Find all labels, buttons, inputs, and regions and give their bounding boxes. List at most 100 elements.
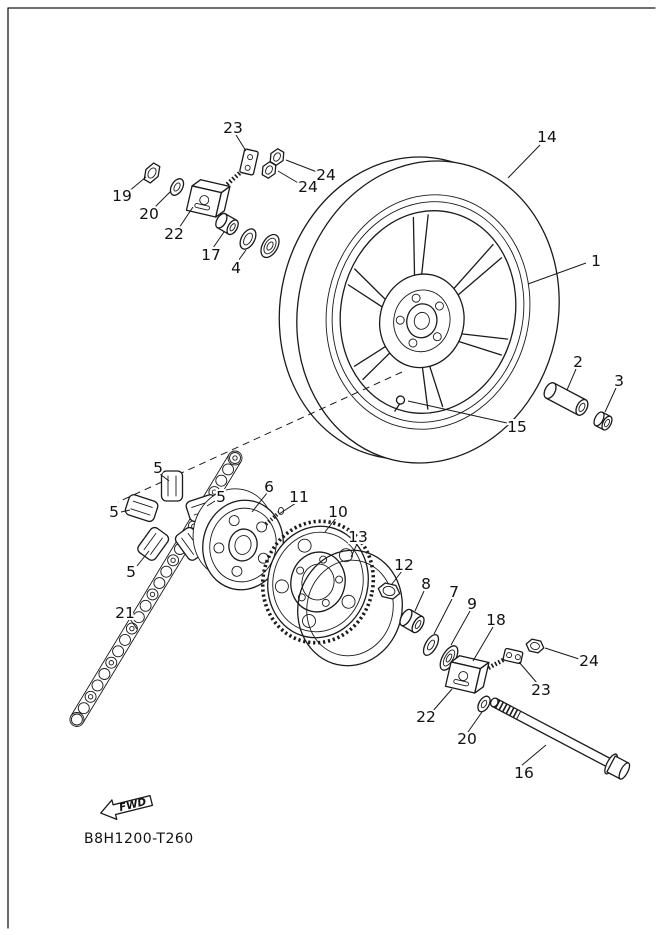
callout-16: 16: [514, 764, 534, 782]
sprocket-bolt-hole: [296, 566, 305, 575]
chain-link: [98, 668, 111, 680]
spacer-collar: [399, 608, 425, 634]
callout-8: 8: [421, 575, 431, 593]
callout-11: 11: [289, 488, 309, 506]
callout-13: 13: [348, 528, 368, 546]
sprocket-hole: [297, 538, 312, 553]
assembly-axis: [117, 371, 403, 503]
hub-hole: [434, 301, 444, 311]
sprocket-hole: [338, 548, 353, 563]
sprocket-hole: [341, 594, 356, 609]
sprocket: [260, 519, 376, 645]
leader-lines: [120, 134, 617, 767]
callout-2: 2: [573, 353, 583, 371]
chain-link: [84, 690, 97, 703]
sprocket-hole: [302, 614, 316, 628]
rim-lip: [331, 201, 525, 423]
sprocket-hole: [274, 579, 289, 594]
adjuster-nut-top-1: [269, 148, 285, 166]
fwd-label: FWD: [118, 796, 148, 814]
sprocket-center-hole: [301, 563, 335, 601]
callout-6: 6: [264, 478, 274, 496]
spacer-collar-top: [215, 212, 239, 236]
hub-flange-ring: [209, 507, 277, 583]
chain-pin: [149, 591, 156, 598]
sprocket-inner-ring: [290, 551, 346, 613]
chain-link: [70, 713, 83, 726]
valve-stem-tip: [394, 403, 401, 412]
hub-bolt-hole: [228, 515, 240, 527]
hub-bolt-hole: [256, 521, 268, 533]
callout-22-top: 22: [164, 225, 184, 243]
adjuster-plate-bottom: [502, 647, 524, 665]
bearing: [260, 233, 280, 259]
callout-20-top: 20: [139, 205, 159, 223]
chain-link: [229, 452, 241, 464]
adjuster-bolt-top: [211, 169, 244, 199]
callout-19: 19: [112, 187, 132, 205]
washer: [422, 634, 440, 656]
callout-3: 3: [614, 372, 624, 390]
axle-nut: [377, 582, 401, 600]
callout-23-top: 23: [223, 119, 243, 137]
chain-link: [160, 565, 173, 578]
chain-link: [132, 611, 145, 624]
callout-20-bottom: 20: [457, 730, 477, 748]
callout-12: 12: [394, 556, 414, 574]
callout-24-b: 24: [298, 178, 318, 196]
seal-ring: [239, 228, 257, 250]
drive-chain: [69, 450, 243, 727]
wheel-spokes: [347, 214, 509, 410]
callout-17: 17: [201, 246, 221, 264]
hub-hole: [411, 293, 421, 303]
sprocket-bolt-hole: [319, 555, 328, 564]
callout-1: 1: [591, 252, 601, 270]
page-frame: [7, 7, 656, 929]
axle-collar: [543, 382, 589, 416]
wheel-hub-ring: [393, 289, 451, 353]
hub-center-boss: [228, 528, 258, 562]
callout-10: 10: [328, 503, 348, 521]
callout-18: 18: [486, 611, 506, 629]
chain-pin: [232, 455, 238, 461]
damper: [137, 526, 170, 561]
end-cap: [593, 411, 613, 431]
hub-hole: [395, 315, 405, 325]
sprocket-bolt-hole: [321, 598, 330, 607]
callout-22-bottom: 22: [416, 708, 436, 726]
chain-link: [139, 599, 152, 612]
chain-link: [222, 463, 235, 476]
adjuster-nut-top-2: [261, 161, 277, 179]
chain-link: [77, 702, 90, 715]
fwd-arrow-icon: [100, 794, 154, 821]
chain-link: [105, 656, 118, 669]
chain-pin: [211, 489, 218, 495]
chain-link: [119, 633, 131, 646]
sprocket-hub: [192, 488, 284, 591]
callout-5c: 5: [109, 503, 119, 521]
callout-5a: 5: [153, 459, 163, 477]
callout-24-a: 24: [316, 166, 336, 184]
callout-9: 9: [467, 595, 477, 613]
rear-axle: [489, 697, 631, 780]
sprocket-pitch-ring: [272, 531, 364, 633]
hub-bolt-hole: [213, 542, 225, 554]
axle-threads: [494, 699, 522, 720]
chain-pin: [170, 557, 176, 563]
wheel-hub-bore: [413, 311, 430, 330]
chain-link: [215, 474, 228, 487]
callout-4: 4: [231, 259, 241, 277]
hub-hole: [408, 338, 418, 348]
washer-top: [169, 178, 185, 196]
damper: [160, 470, 184, 502]
chain-link: [125, 622, 138, 635]
callout-24-c: 24: [579, 652, 599, 670]
axle-head-face: [618, 762, 631, 780]
hub-bolt-hole: [231, 565, 243, 577]
callouts: 1 2 3 4 5 5 5 5 6 7 8 9 10 11 12 13 14 1…: [107, 117, 626, 784]
chain-link: [153, 577, 166, 590]
damper: [124, 494, 159, 523]
callout-15: 15: [507, 418, 527, 436]
